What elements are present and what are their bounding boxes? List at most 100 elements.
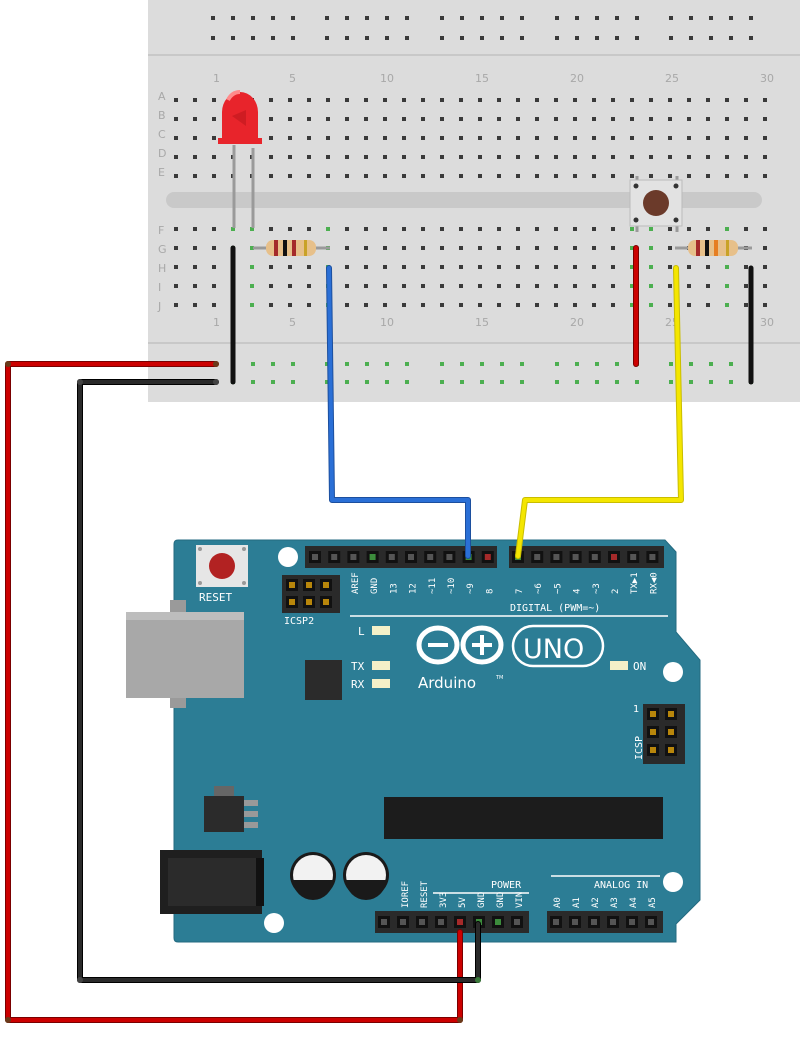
breadboard-hole: [250, 303, 254, 307]
breadboard-rail-hole: [689, 36, 693, 40]
breadboard-hole: [345, 284, 349, 288]
breadboard-hole: [706, 303, 710, 307]
header-pin-contact: [650, 747, 656, 753]
breadboard-hole: [212, 284, 216, 288]
breadboard-rail-hole: [251, 36, 255, 40]
breadboard-rail-hole: [405, 380, 409, 384]
breadboard-hole: [459, 227, 463, 231]
breadboard-hole: [649, 174, 653, 178]
header-pin-contact: [369, 554, 376, 560]
breadboard-hole: [459, 174, 463, 178]
icsp2-header: [282, 575, 340, 613]
breadboard-rail-hole: [635, 380, 639, 384]
breadboard-hole: [573, 246, 577, 250]
breadboard-hole: [345, 117, 349, 121]
breadboard-hole: [592, 136, 596, 140]
breadboard-hole: [383, 136, 387, 140]
breadboard-rail-hole: [405, 36, 409, 40]
breadboard-rail-hole: [555, 380, 559, 384]
breadboard-hole: [364, 136, 368, 140]
breadboard-rail-hole: [231, 36, 235, 40]
breadboard-hole: [421, 284, 425, 288]
breadboard-hole: [402, 284, 406, 288]
breadboard-hole: [497, 155, 501, 159]
header-pin-contact: [495, 919, 501, 925]
breadboard-hole: [212, 227, 216, 231]
breadboard-hole: [763, 246, 767, 250]
breadboard-hole: [668, 155, 672, 159]
breadboard-hole: [212, 246, 216, 250]
arduino-logo: Arduino TM UNO: [416, 624, 605, 692]
header-pin-contact: [629, 919, 635, 925]
breadboard-hole: [402, 98, 406, 102]
usb-connector: [126, 600, 244, 708]
breadboard-hole: [288, 174, 292, 178]
breadboard-rail-hole: [615, 16, 619, 20]
breadboard-hole: [535, 284, 539, 288]
breadboard-hole: [288, 136, 292, 140]
breadboard-hole: [421, 265, 425, 269]
breadboard-center-channel: [166, 192, 762, 208]
pin-label: VIN: [515, 892, 525, 908]
breadboard-hole: [193, 155, 197, 159]
breadboard-hole: [516, 284, 520, 288]
breadboard-hole: [174, 117, 178, 121]
pin-label: 13: [389, 583, 399, 594]
breadboard-rail-hole: [291, 380, 295, 384]
breadboard-rail-hole: [440, 380, 444, 384]
power-header: [375, 911, 529, 933]
header-pin-contact: [514, 919, 520, 925]
breadboard-hole: [668, 136, 672, 140]
breadboard-rail-hole: [635, 36, 639, 40]
header-pin-contact: [534, 554, 541, 560]
breadboard-hole: [440, 246, 444, 250]
breadboard-hole: [649, 284, 653, 288]
breadboard-hole: [535, 98, 539, 102]
breadboard-hole: [687, 265, 691, 269]
header-pin-contact: [572, 554, 579, 560]
pin-label: ~6: [534, 583, 544, 594]
header-pin-contact: [572, 919, 578, 925]
breadboard-holes: [174, 16, 767, 384]
breadboard-hole: [440, 284, 444, 288]
breadboard-hole: [402, 155, 406, 159]
icsp-pin1-label: 1: [633, 704, 639, 715]
breadboard-hole: [706, 174, 710, 178]
icsp-header: [643, 704, 685, 764]
breadboard-hole: [212, 98, 216, 102]
breadboard-hole: [383, 227, 387, 231]
breadboard-hole: [364, 117, 368, 121]
col-number: 5: [289, 316, 296, 329]
breadboard-hole: [288, 155, 292, 159]
col-number: 10: [380, 316, 394, 329]
breadboard-rail-hole: [729, 380, 733, 384]
breadboard-hole: [668, 303, 672, 307]
breadboard-hole: [288, 117, 292, 121]
breadboard-hole: [592, 284, 596, 288]
breadboard-hole: [193, 174, 197, 178]
breadboard-rail-hole: [709, 36, 713, 40]
header-pin-contact: [591, 554, 598, 560]
breadboard-hole: [535, 136, 539, 140]
breadboard-rail-hole: [709, 362, 713, 366]
breadboard-rail-hole: [480, 36, 484, 40]
header-pin-contact: [650, 711, 656, 717]
breadboard-hole: [763, 284, 767, 288]
breadboard-hole: [649, 265, 653, 269]
breadboard-hole: [478, 265, 482, 269]
breadboard-hole: [611, 227, 615, 231]
brand-tm: TM: [495, 675, 503, 681]
reset-button[interactable]: [196, 545, 248, 587]
pin-label: GND: [370, 578, 380, 594]
breadboard-hole: [478, 117, 482, 121]
breadboard-hole: [364, 284, 368, 288]
push-button[interactable]: [629, 176, 683, 232]
breadboard-rail-hole: [595, 16, 599, 20]
breadboard-hole: [611, 303, 615, 307]
breadboard-rail-hole: [520, 36, 524, 40]
red-led: [218, 90, 262, 228]
breadboard-hole: [744, 136, 748, 140]
header-pin-contact: [648, 919, 654, 925]
breadboard-hole: [516, 136, 520, 140]
breadboard-hole: [478, 227, 482, 231]
